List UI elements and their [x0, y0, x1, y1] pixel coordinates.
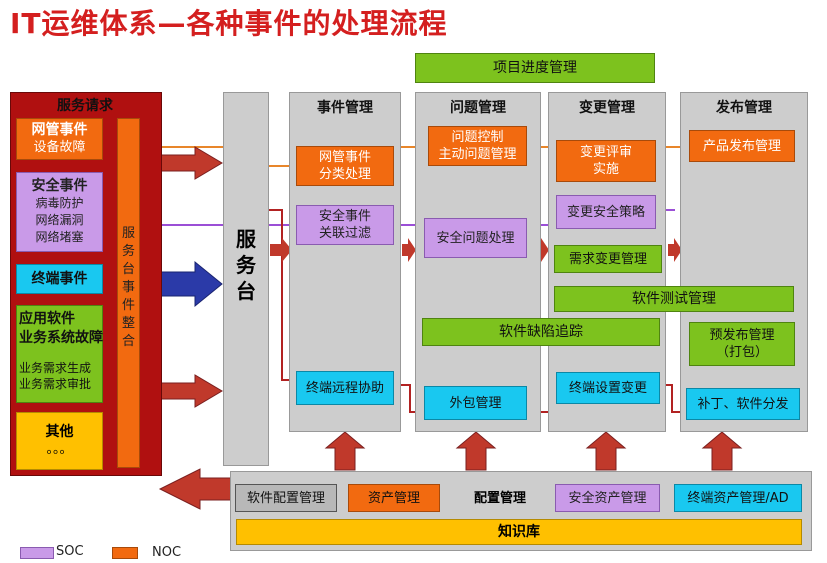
- config-asset-box: 资产管理: [348, 484, 440, 512]
- software-test-bar: 软件测试管理: [554, 286, 794, 312]
- security-event-box: 安全事件 病毒防护 网络漏洞 网络堵塞: [16, 172, 103, 252]
- service-request-header: 服务请求: [57, 98, 113, 114]
- config-software-box: 软件配置管理: [235, 484, 337, 512]
- security-sub-virus: 病毒防护: [35, 196, 84, 210]
- incident-header: 事件管理: [317, 100, 373, 116]
- legend-noc-label: NOC: [152, 545, 182, 560]
- project-progress-bar: 项目进度管理: [415, 53, 655, 83]
- change-demand-box: 需求变更管理: [554, 245, 662, 273]
- release-prerelease-box: 预发布管理 （打包）: [689, 322, 795, 366]
- change-terminal-box: 终端设置变更: [556, 372, 660, 404]
- incident-terminal-box: 终端远程协助: [296, 371, 394, 405]
- legend-soc-label: SOC: [56, 544, 84, 559]
- other-event-box: 其他 。。。: [16, 412, 103, 470]
- config-management-label: 配置管理: [473, 490, 526, 506]
- security-event-title: 安全事件: [31, 178, 88, 194]
- knowledge-base-bar: 知识库: [236, 519, 802, 545]
- other-event-title: 其他: [45, 424, 74, 440]
- problem-control-box: 问题控制 主动问题管理: [428, 126, 527, 166]
- change-review-box: 变更评审 实施: [556, 140, 656, 182]
- release-patch-box: 补丁、软件分发: [686, 388, 800, 420]
- page-title: IT运维体系—各种事件的处理流程: [10, 7, 448, 40]
- change-header: 变更管理: [579, 100, 635, 116]
- config-terminal-asset-box: 终端资产管理/AD: [674, 484, 802, 512]
- other-event-dots: 。。。: [46, 442, 73, 457]
- release-header: 发布管理: [716, 100, 772, 116]
- network-event-box: 网管事件 设备故障: [16, 118, 103, 160]
- service-desk-integration-label: 服务台事件整合: [121, 226, 135, 349]
- network-event-sub: 设备故障: [33, 140, 86, 155]
- security-sub-congest: 网络堵塞: [35, 230, 84, 244]
- problem-security-box: 安全问题处理: [424, 218, 527, 258]
- problem-outsourcing-box: 外包管理: [424, 386, 527, 420]
- service-desk-integration-box: [117, 118, 140, 468]
- defect-tracking-bar: 软件缺陷追踪: [422, 318, 660, 346]
- incident-security-box: 安全事件 关联过滤: [296, 205, 394, 245]
- service-desk-label: 服务台: [236, 227, 256, 303]
- service-desk-column: [223, 92, 269, 466]
- incident-network-box: 网管事件 分类处理: [296, 146, 394, 186]
- problem-header: 问题管理: [450, 100, 506, 116]
- app-event-sub: 业务需求生成 业务需求审批: [19, 361, 92, 391]
- terminal-event-box: 终端事件: [16, 264, 103, 294]
- legend-soc-swatch: [20, 547, 54, 559]
- security-sub-vuln: 网络漏洞: [35, 213, 84, 227]
- legend-noc-swatch: [112, 547, 138, 559]
- change-security-policy-box: 变更安全策略: [556, 195, 656, 229]
- app-event-box: 应用软件 业务系统故障 业务需求生成 业务需求审批: [16, 305, 103, 403]
- network-event-title: 网管事件: [31, 122, 88, 138]
- config-security-asset-box: 安全资产管理: [555, 484, 660, 512]
- release-product-box: 产品发布管理: [689, 130, 795, 162]
- app-event-title: 应用软件 业务系统故障: [19, 311, 103, 346]
